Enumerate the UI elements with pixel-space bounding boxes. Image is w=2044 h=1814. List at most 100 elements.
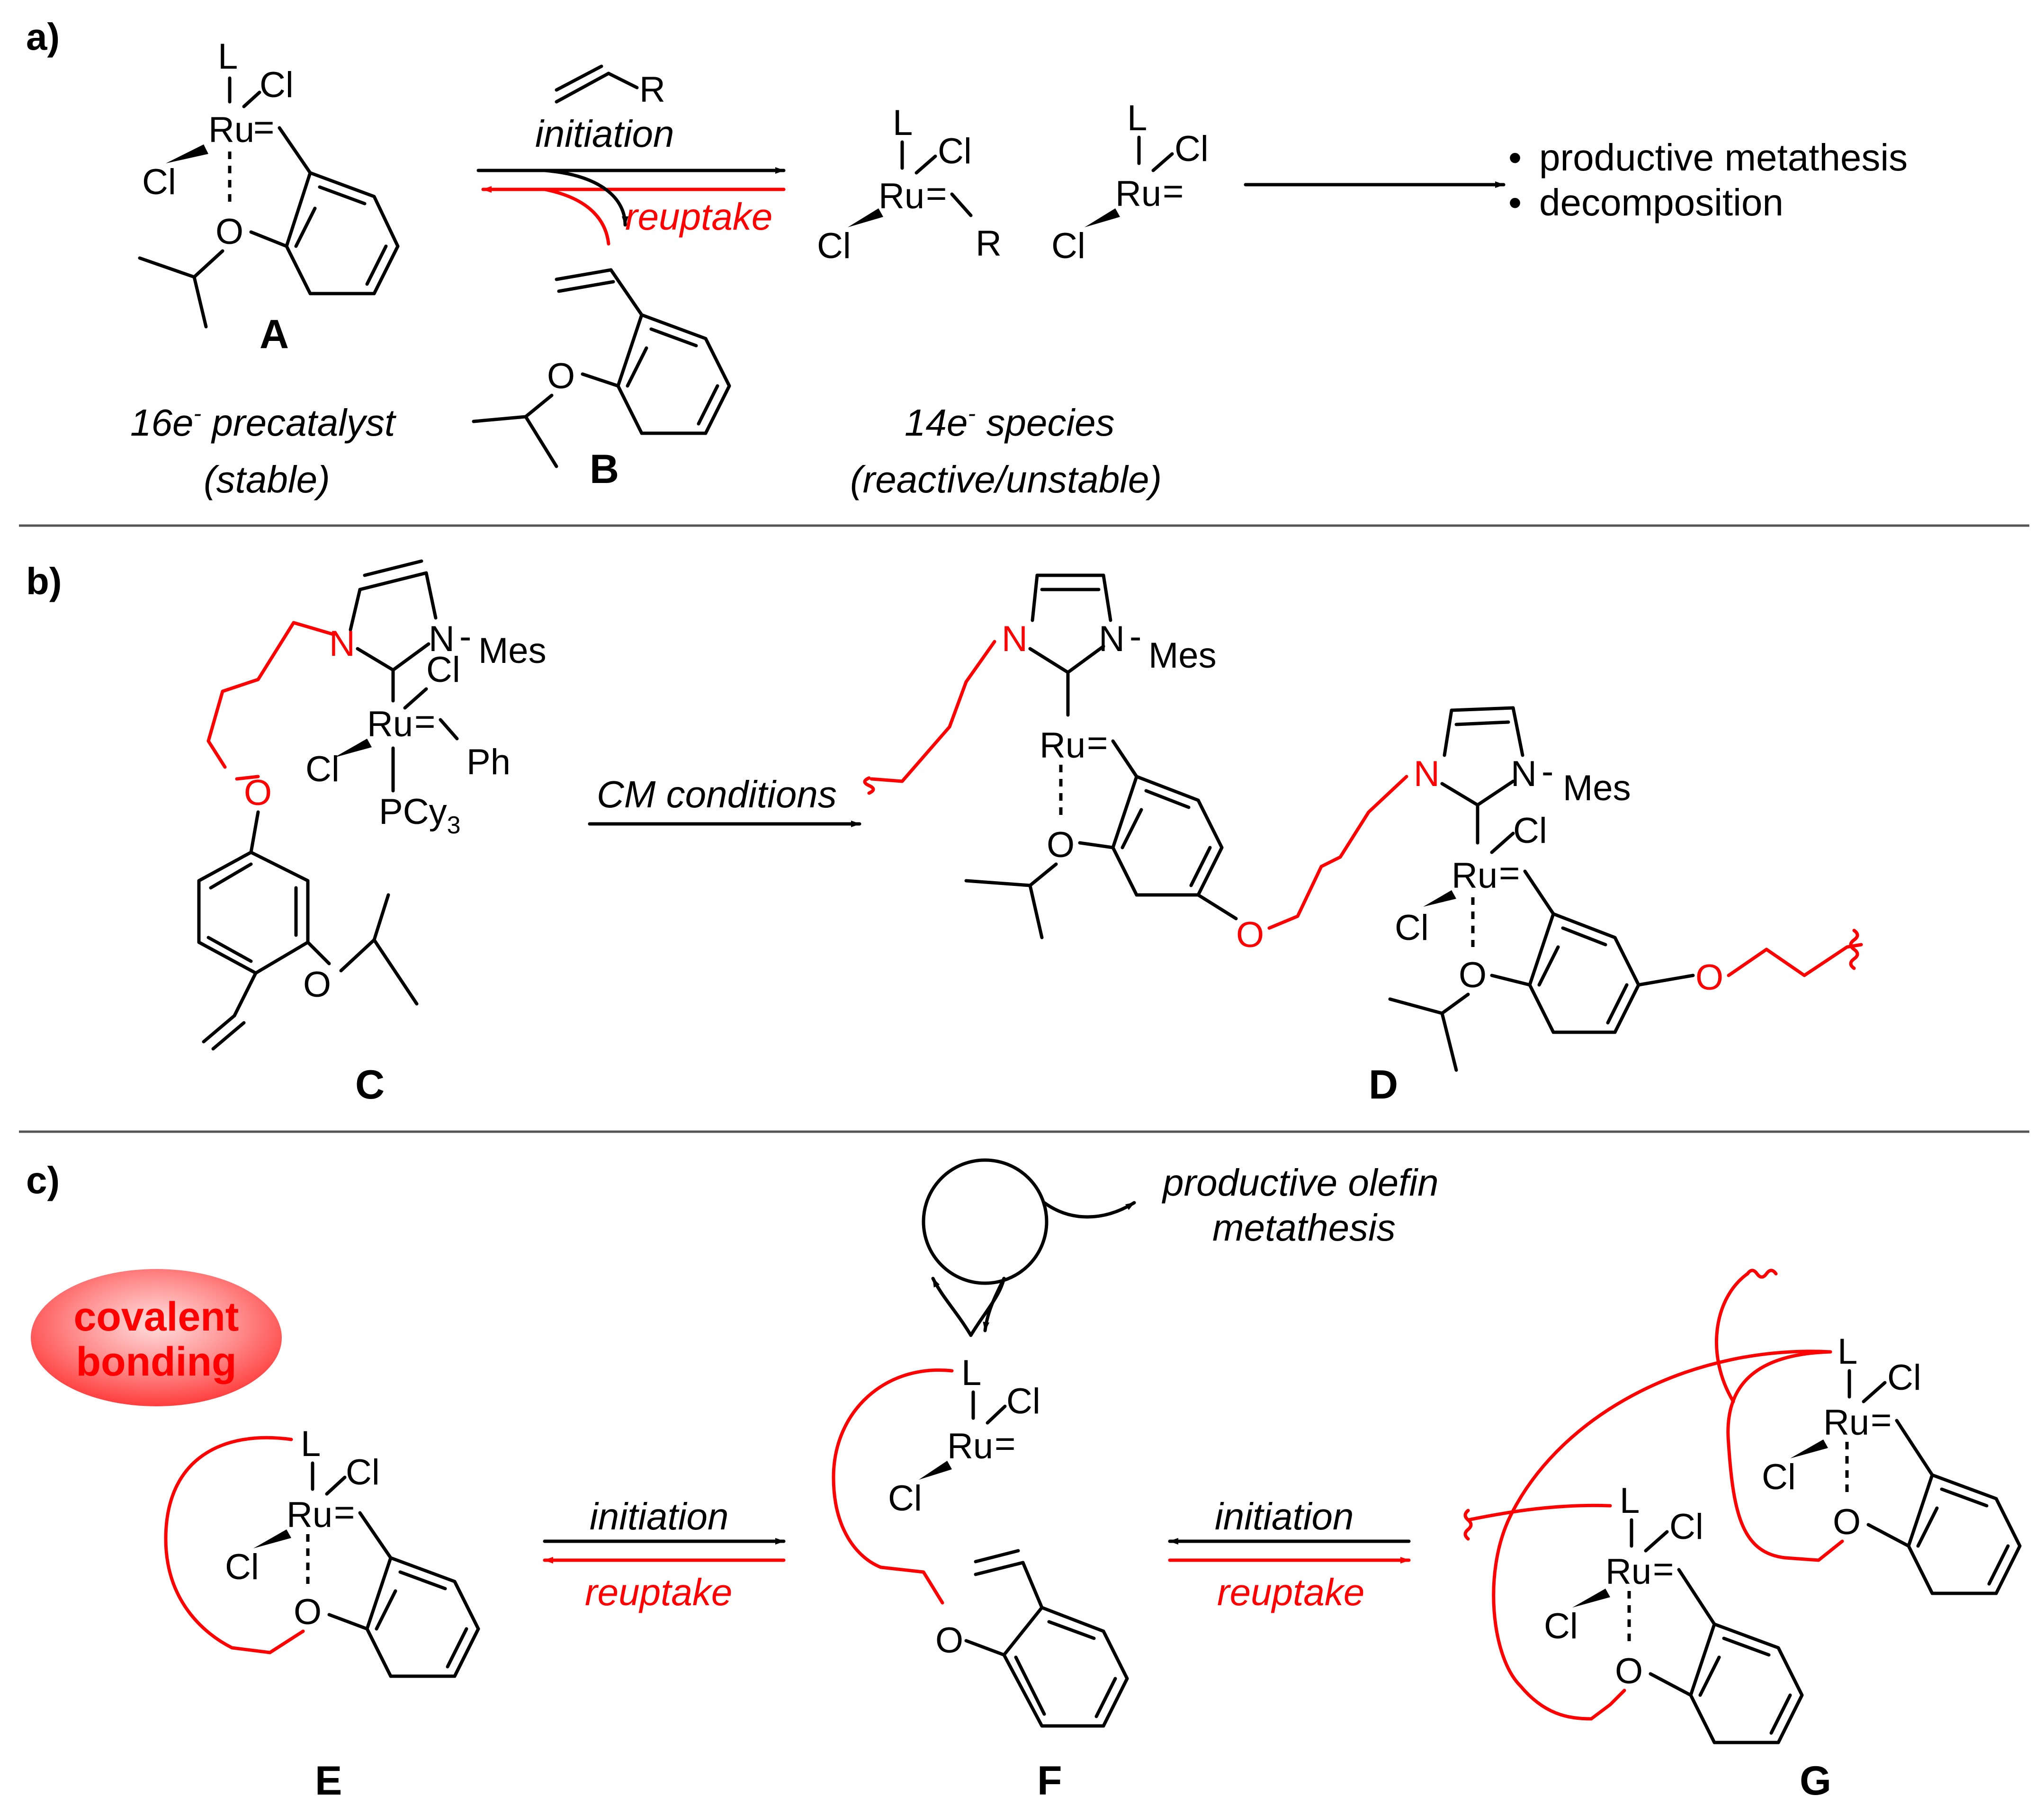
atom-O: O [303, 965, 331, 1005]
mesityl-group: Mes [478, 631, 547, 671]
bond [138, 256, 196, 279]
compound-E: L Cl Ru = Cl O E [164, 1424, 480, 1804]
atom-Cl: Cl [346, 1452, 380, 1492]
atom-Cl: Cl [260, 65, 294, 105]
wedge-bond [166, 144, 208, 163]
atom-O: O [244, 773, 272, 813]
bond [607, 71, 639, 89]
cycle-exit-arrow [1042, 1201, 1136, 1219]
bond [557, 280, 615, 293]
species-reactivity: (reactive/unstable) [850, 458, 1162, 500]
double-bond-sign: = [1653, 1549, 1674, 1590]
bond [986, 1404, 1007, 1425]
active-carbene-R: L Cl Ru = Cl R [817, 103, 1002, 266]
bond [192, 249, 224, 279]
bond [439, 718, 459, 741]
atom-Ru: Ru [1452, 856, 1497, 896]
atom-N: N [329, 624, 355, 664]
atom-O: O [547, 356, 575, 396]
bond [1722, 1636, 1771, 1657]
atom-Ru: Ru [287, 1495, 332, 1535]
atom-N: N [1414, 754, 1440, 794]
bond [1196, 893, 1238, 920]
bond [1866, 1523, 1910, 1548]
bond [339, 938, 376, 973]
reuptake-label: reuptake [1217, 1571, 1364, 1613]
bond [524, 393, 554, 419]
atom-Cl: Cl [305, 749, 340, 789]
atom-Cl: Cl [1544, 1606, 1578, 1646]
compound-G: L Cl Ru = Cl O L Cl Ru = Cl O [1463, 1269, 2022, 1804]
double-bond-sign: = [1499, 853, 1520, 894]
precatalyst-stability: (stable) [204, 458, 330, 500]
bond [914, 154, 937, 175]
atom-Ph: Ph [466, 742, 511, 782]
compound-label-G: G [1800, 1758, 1831, 1804]
bond [555, 71, 610, 104]
atom-O: O [1047, 825, 1075, 865]
bond [626, 346, 648, 388]
compound-label-F: F [1037, 1758, 1062, 1804]
alkyl-tether [206, 621, 336, 769]
bond [964, 879, 1032, 887]
bond [1895, 1419, 1934, 1477]
atom-R: R [639, 70, 665, 110]
bond [1916, 1506, 1939, 1548]
atom-Ru: Ru [1605, 1552, 1651, 1592]
compound-C: N N - Mes Cl Ru = Ph Cl PCy3 O O C [197, 559, 547, 1108]
bond [1649, 1672, 1693, 1697]
initiation-label: initiation [1215, 1495, 1354, 1537]
bond [1078, 841, 1115, 849]
tricyclohexylphosphine: PCy3 [379, 792, 461, 839]
release-arrow [543, 169, 628, 227]
bond [349, 588, 362, 632]
bond [1014, 1655, 1046, 1716]
dash-separator: - [1542, 751, 1553, 792]
double-bond-sign: = [253, 107, 274, 148]
bond [356, 647, 395, 672]
outcome-bullet: • [1508, 136, 1522, 179]
compound-D: N N - Mes Ru = O O N N - Mes [863, 573, 1863, 1108]
atom-Ru: Ru [1823, 1403, 1869, 1443]
bond [1440, 782, 1479, 807]
bond [1443, 708, 1453, 757]
bond [950, 192, 973, 217]
mesityl-group: Mes [1148, 635, 1217, 676]
bond [1769, 1693, 1792, 1735]
reuptake-curve [543, 188, 610, 246]
bond [1028, 884, 1044, 939]
mesityl-group: Mes [1563, 768, 1631, 808]
bond [1606, 983, 1629, 1025]
double-bond-sign: = [334, 1492, 355, 1533]
atom-N: N [1002, 619, 1028, 659]
polymer-end [1746, 1269, 1778, 1279]
bond [697, 384, 719, 426]
compound-B: O B [472, 268, 731, 492]
bond [1490, 831, 1515, 854]
atom-Cl: Cl [938, 131, 972, 171]
polymer-end [1463, 1509, 1473, 1541]
outcome-bullet: • [1508, 181, 1522, 223]
atom-Cl: Cl [1395, 908, 1429, 948]
compound-label-B: B [590, 447, 619, 492]
bond [1028, 862, 1058, 887]
dash-separator: - [1130, 617, 1141, 657]
covalent-tether [1518, 1684, 1593, 1721]
bond [1698, 1655, 1721, 1697]
bond [249, 810, 260, 854]
bond [325, 1475, 347, 1496]
bond [318, 185, 367, 206]
atom-N: N [1511, 754, 1537, 794]
double-bond-sign: = [414, 702, 435, 742]
covalent-tether [879, 1565, 944, 1605]
bond [1454, 720, 1510, 726]
wedge-bond [919, 1461, 952, 1480]
double-bond-sign: = [1163, 171, 1183, 212]
bond [609, 268, 644, 317]
cycle-label-1: productive olefin [1162, 1162, 1439, 1204]
bond [211, 1021, 246, 1051]
double-bond-sign: = [995, 1424, 1015, 1464]
compound-label-D: D [1369, 1062, 1398, 1108]
bond [202, 1014, 236, 1044]
covalent-tether [1726, 1350, 1832, 1560]
